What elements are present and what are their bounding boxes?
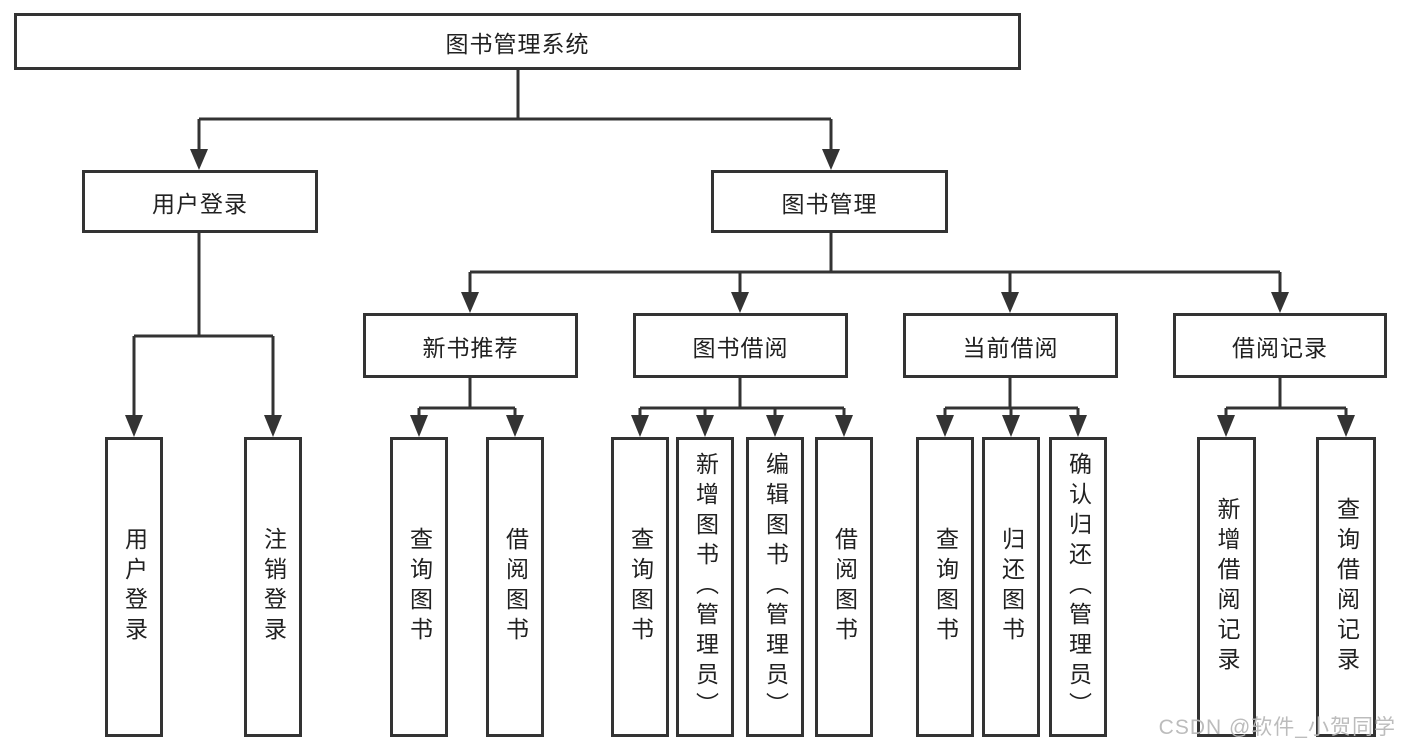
node-label: 注销登录 [260,527,287,647]
leaf-return-books: 归还图书 [982,437,1040,737]
node-library-management-system: 图书管理系统 [14,13,1021,70]
leaf-borrow-books-recommend: 借阅图书 [486,437,544,737]
node-label: 当前借阅 [962,334,1059,361]
node-book-management-branch: 图书管理 [711,170,948,233]
node-label: 查询图书 [627,527,654,647]
node-label: 新增借阅记录 [1214,497,1240,677]
leaf-query-books-current: 查询图书 [916,437,974,737]
node-label: 图书管理 [781,190,878,217]
node-label: 用户登录 [121,527,148,647]
node-label: 新书推荐 [422,334,519,361]
leaf-add-borrow-record: 新增借阅记录 [1197,437,1256,737]
node-label: 用户登录 [152,190,248,217]
node-label: 新增图书（管理员） [692,452,719,722]
leaf-logout: 注销登录 [244,437,302,737]
node-label: 查询图书 [932,527,959,647]
node-current-borrowing: 当前借阅 [903,313,1118,378]
leaf-user-login: 用户登录 [105,437,163,737]
node-user-login-branch: 用户登录 [82,170,318,233]
node-label: 查询图书 [406,527,433,647]
leaf-confirm-return-admin: 确认归还（管理员） [1049,437,1107,737]
node-label: 图书借阅 [692,334,789,361]
node-label: 借阅图书 [502,527,529,647]
node-label: 借阅记录 [1232,334,1328,361]
leaf-query-books-borrow: 查询图书 [611,437,669,737]
node-new-book-recommendation: 新书推荐 [363,313,578,378]
node-label: 归还图书 [998,527,1025,647]
node-label: 查询借阅记录 [1333,497,1360,677]
leaf-add-books-admin: 新增图书（管理员） [676,437,734,737]
leaf-query-books-recommend: 查询图书 [390,437,448,737]
node-label: 确认归还（管理员） [1065,452,1092,722]
leaf-borrow-books: 借阅图书 [815,437,873,737]
node-book-borrowing: 图书借阅 [633,313,848,378]
node-label: 借阅图书 [831,527,858,647]
node-label: 编辑图书（管理员） [762,452,789,722]
csdn-watermark: CSDN @软件_小贺同学 [1158,716,1396,739]
leaf-edit-books-admin: 编辑图书（管理员） [746,437,804,737]
node-label: 图书管理系统 [445,30,590,57]
node-borrowing-records: 借阅记录 [1173,313,1387,378]
leaf-query-borrow-record: 查询借阅记录 [1316,437,1376,737]
